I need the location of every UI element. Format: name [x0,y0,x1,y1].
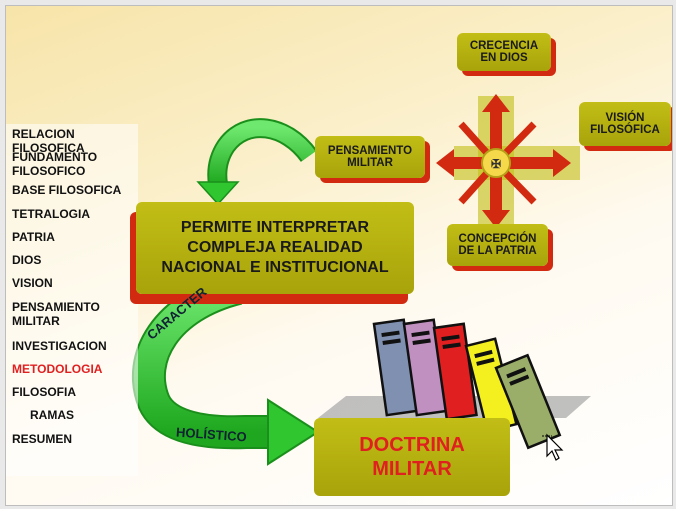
nav-item-pensamiento-militar[interactable]: PENSAMIENTO MILITAR [12,300,100,328]
curved-arrow-bottom-icon [131,271,320,466]
vision-box: VISIÓN FILOSÓFICA [579,102,671,146]
compass-arrows-icon: ✠ [436,94,580,228]
books-icon [372,318,562,450]
nav-item-ramas[interactable]: RAMAS [30,408,74,422]
nav-item-resumen[interactable]: RESUMEN [12,432,73,446]
nav-item-relacion-filosofica[interactable]: RELACION FILOSOFICA [12,127,85,155]
nav-item-investigacion[interactable]: INVESTIGACION [12,339,107,353]
concepcion-box: CONCEPCIÓN DE LA PATRIA [447,224,548,266]
diagram-graphic: ✠ [131,94,591,466]
nav-item-patria[interactable]: PATRIA [12,230,55,244]
doctrina-box: DOCTRINA MILITAR [314,418,510,496]
permite-box: PERMITE INTERPRETAR COMPLEJA REALIDAD NA… [136,202,414,294]
nav-item-tetralogia[interactable]: TETRALOGIA [12,207,90,221]
nav-item-fundamento-filosofico[interactable]: FUNDAMENTO FILOSOFICO [12,150,98,178]
svg-text:✠: ✠ [491,157,501,171]
curved-arrow-top-icon [196,118,318,206]
nav-item-filosofia[interactable]: FILOSOFIA [12,385,76,399]
nav-item-metodologia[interactable]: METODOLOGIA [12,362,103,376]
nav-item-vision[interactable]: VISION [12,276,53,290]
nav-item-base-filosofica[interactable]: BASE FILOSOFICA [12,183,122,197]
creencia-box: CRECENCIA EN DIOS [457,33,551,71]
slide: ✠ [5,5,673,506]
nav-item-dios[interactable]: DIOS [12,253,42,267]
pensamiento-box: PENSAMIENTO MILITAR [315,136,425,178]
mouse-cursor-icon [542,433,564,461]
